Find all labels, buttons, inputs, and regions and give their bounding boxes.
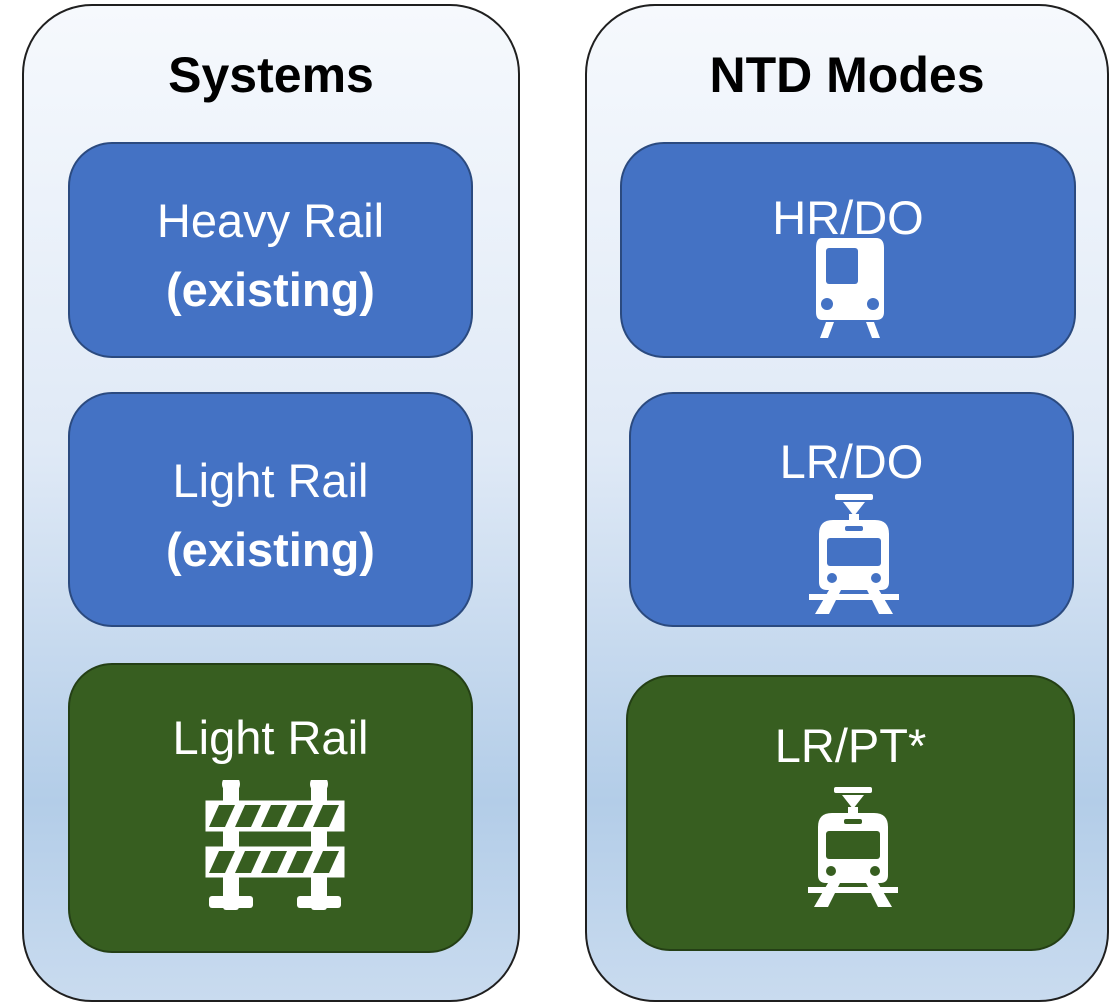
mode-card-lr-pt: LR/PT* <box>626 675 1075 951</box>
system-card-light-rail-new: Light Rail <box>68 663 473 953</box>
system-card-label: Heavy Rail <box>156 194 385 247</box>
system-card-status: (existing) <box>166 523 375 576</box>
systems-title: Systems <box>168 47 374 103</box>
light-rail-tram-icon <box>808 787 898 907</box>
systems-panel: Systems Heavy Rail (existing) Light Rail… <box>22 4 520 1002</box>
mode-card-hr-do: HR/DO <box>620 142 1076 358</box>
ntd-modes-panel: NTD Modes HR/DO LR/DO <box>585 4 1109 1002</box>
system-card-label: Light Rail <box>172 454 369 507</box>
system-card-light-rail-existing: Light Rail (existing) <box>68 392 473 627</box>
heavy-rail-train-icon <box>816 238 884 338</box>
system-card-status: (existing) <box>166 263 375 316</box>
system-card-heavy-rail: Heavy Rail (existing) <box>68 142 473 358</box>
mode-card-lr-do: LR/DO <box>629 392 1074 627</box>
mode-card-label: HR/DO <box>772 191 924 244</box>
construction-barrier-icon <box>205 780 345 910</box>
ntd-modes-title: NTD Modes <box>709 47 985 103</box>
mode-card-label: LR/PT* <box>774 719 927 772</box>
light-rail-tram-icon <box>809 494 899 614</box>
system-card-label: Light Rail <box>172 711 369 764</box>
mode-card-label: LR/DO <box>779 435 924 488</box>
